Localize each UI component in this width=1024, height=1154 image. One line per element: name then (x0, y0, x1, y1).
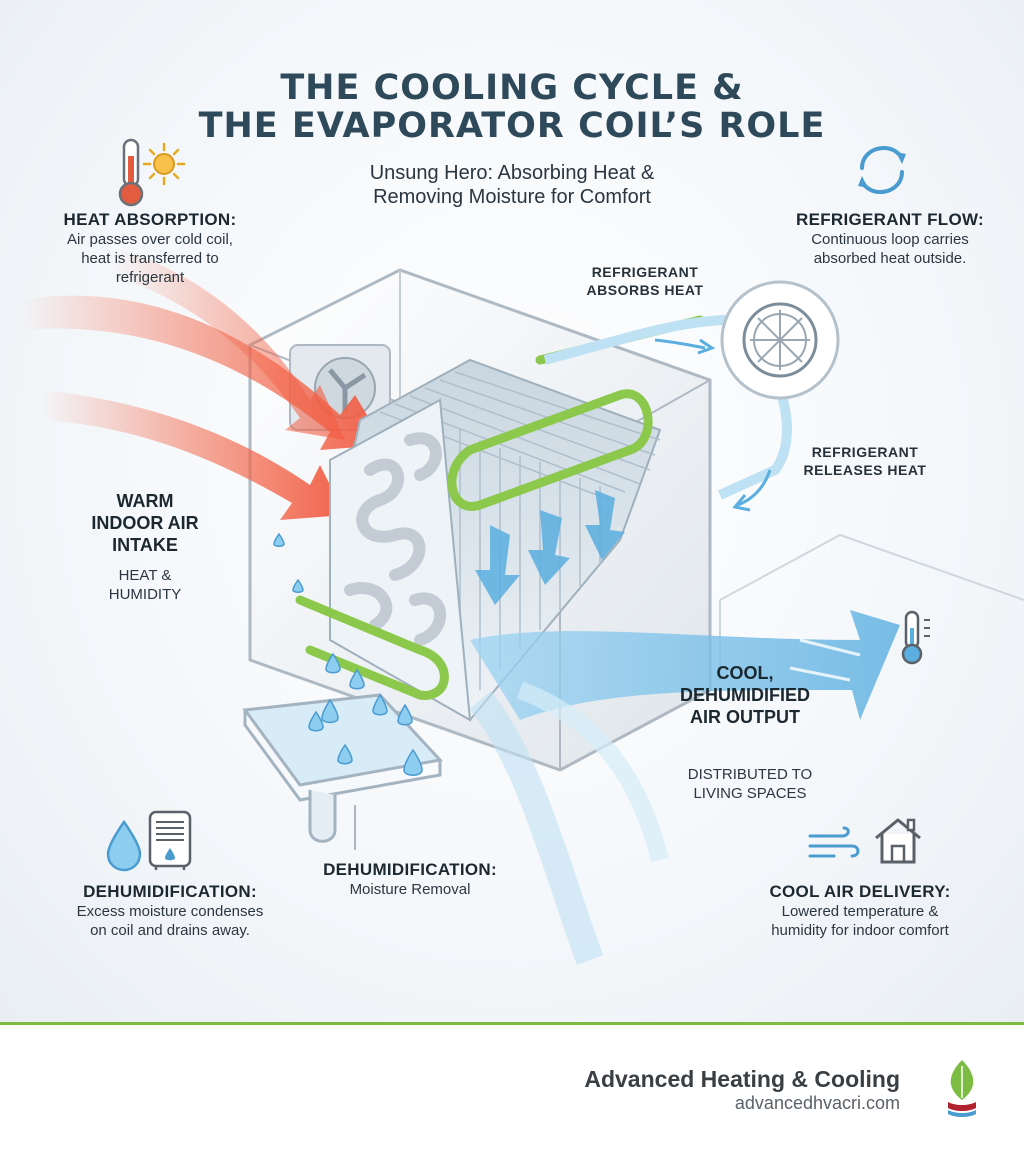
sun-icon (142, 142, 186, 186)
company-name: Advanced Heating & Cooling (584, 1066, 900, 1092)
heat-absorption-text-1: Air passes over cold coil, (67, 231, 233, 248)
thermometer-cool-icon (901, 610, 930, 665)
dehumidification-text-1: Excess moisture condenses (76, 903, 264, 920)
drain-callout-heading: DEHUMIDIFICATION: (323, 860, 497, 879)
refrigerant-flow-text-1: Continuous loop carries (811, 231, 969, 248)
page-subtitle-line2: Removing Moisture for Comfort (373, 186, 651, 208)
page-title-line2: THE EVAPORATOR COIL’S ROLE (198, 106, 826, 146)
distributed-line-2: LIVING SPACES (693, 785, 807, 802)
cool-air-delivery-text-1: Lowered temperature & (781, 903, 939, 920)
refrigerant-flow-panel: REFRIGERANT FLOW: Continuous loop carrie… (770, 210, 1010, 268)
evaporator-coil (295, 315, 705, 722)
cold-air-down-arrows (475, 490, 625, 605)
absorbs-heat-line-2: ABSORBS HEAT (586, 282, 704, 298)
warm-air-sub-1: HEAT & (118, 567, 172, 584)
water-droplets (273, 532, 423, 776)
cool-air-output-label: COOL, DEHUMIDIFIED AIR OUTPUT (655, 662, 835, 728)
condenser-fan (720, 280, 840, 400)
cool-air-line-2: DEHUMIDIFIED (680, 685, 810, 705)
thermometer-icon (118, 138, 144, 207)
refrigerant-absorbs-heat-label: REFRIGERANT ABSORBS HEAT (570, 263, 720, 299)
warm-air-line-3: INTAKE (112, 535, 178, 555)
heat-absorption-panel: HEAT ABSORPTION: Air passes over cold co… (30, 210, 270, 287)
dehumidifier-icon (148, 810, 192, 870)
cool-air-stream (469, 610, 900, 965)
distributed-label: DISTRIBUTED TO LIVING SPACES (660, 765, 840, 803)
company-website[interactable]: advancedhvacri.com (734, 1093, 900, 1113)
refrigerant-flow-heading: REFRIGERANT FLOW: (796, 210, 984, 229)
heat-absorption-text-2: heat is transferred to (81, 250, 219, 267)
warm-air-line-2: INDOOR AIR (91, 513, 199, 533)
cool-air-line-1: COOL, (716, 663, 774, 683)
page-title-line1: THE COOLING CYCLE & (280, 68, 744, 108)
refresh-icon (858, 145, 906, 195)
warm-air-arrows (20, 250, 385, 520)
cool-air-delivery-panel: COOL AIR DELIVERY: Lowered temperature &… (740, 882, 980, 940)
wind-icon (808, 826, 860, 858)
footer (0, 1025, 1024, 1154)
absorbs-heat-line-1: REFRIGERANT (591, 264, 699, 280)
releases-heat-line-1: REFRIGERANT (811, 444, 919, 460)
drain-callout: DEHUMIDIFICATION: Moisture Removal (315, 860, 505, 899)
water-drop-icon (106, 819, 142, 872)
drain-pan (242, 693, 443, 850)
dehumidification-heading: DEHUMIDIFICATION: (83, 882, 257, 901)
cool-air-delivery-heading: COOL AIR DELIVERY: (769, 882, 951, 901)
house-icon (875, 818, 921, 864)
refrigerant-releases-heat-label: REFRIGERANT RELEASES HEAT (790, 443, 940, 479)
heat-absorption-heading: HEAT ABSORPTION: (63, 210, 237, 229)
evaporator-illustration (20, 250, 1024, 965)
dehumidification-text-2: on coil and drains away. (90, 922, 250, 939)
releases-heat-line-2: RELEASES HEAT (803, 462, 927, 478)
cool-air-delivery-text-2: humidity for indoor comfort (771, 922, 949, 939)
distributed-line-1: DISTRIBUTED TO (687, 766, 813, 783)
refrigerant-line (543, 315, 792, 512)
heat-absorption-text-3: refrigerant (115, 269, 185, 286)
footer-divider (0, 1022, 1024, 1025)
warm-air-intake-label: WARM INDOOR AIR INTAKE HEAT & HUMIDITY (75, 490, 215, 604)
refrigerant-flow-text-2: absorbed heat outside. (813, 250, 967, 267)
cool-air-line-3: AIR OUTPUT (690, 707, 800, 727)
warm-air-line-1: WARM (116, 491, 174, 511)
warm-air-sub-2: HUMIDITY (108, 586, 182, 603)
leaf-logo-icon (948, 1060, 976, 1117)
drain-callout-sub: Moisture Removal (349, 881, 471, 898)
page-subtitle-line1: Unsung Hero: Absorbing Heat & (369, 162, 655, 184)
dehumidification-panel: DEHUMIDIFICATION: Excess moisture conden… (50, 882, 290, 940)
